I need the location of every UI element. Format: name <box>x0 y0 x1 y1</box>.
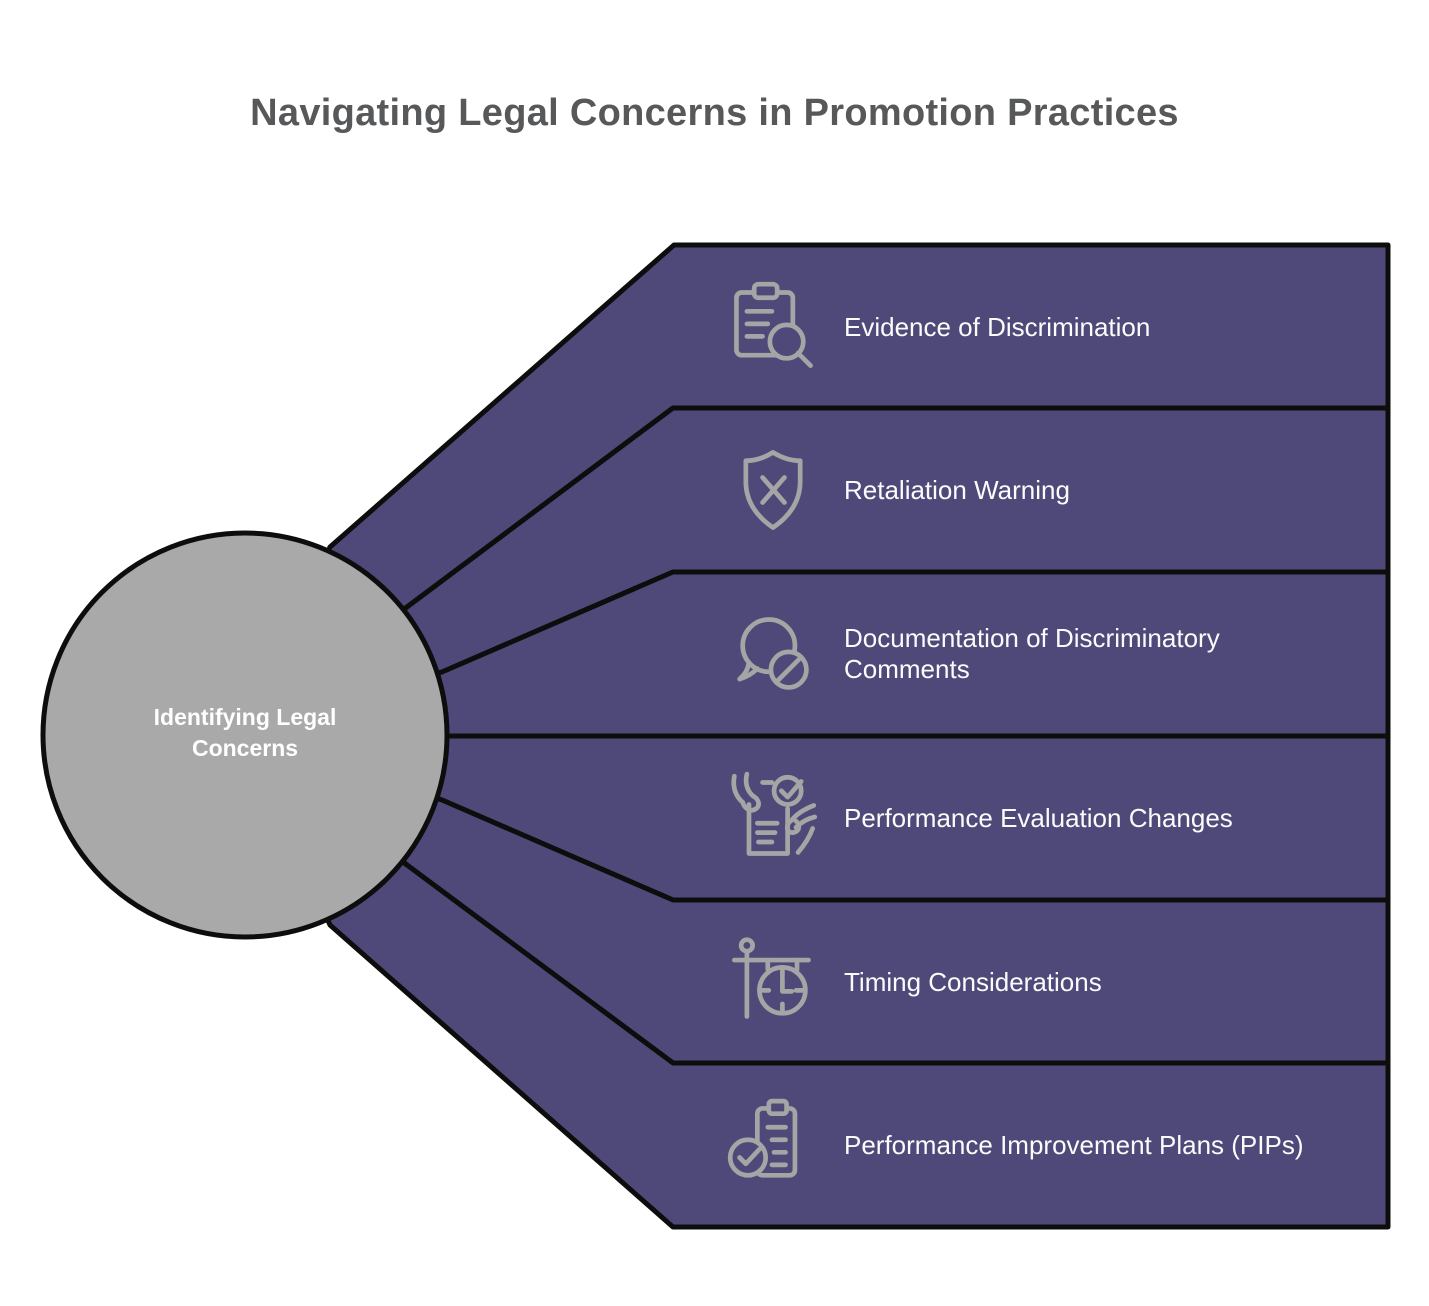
center-circle-label: Identifying Legal Concerns <box>153 704 337 761</box>
list-item-pips: Performance Improvement Plans (PIPs) <box>726 1098 1304 1192</box>
center-circle <box>40 530 450 940</box>
evaluation-hands-icon <box>731 771 818 856</box>
row-label: Retaliation Warning <box>844 474 1070 505</box>
shield-x-icon <box>743 450 803 530</box>
list-item-timing: Timing Considerations <box>726 935 1102 1029</box>
list-item-retaliation: Retaliation Warning <box>726 443 1070 537</box>
row-label: Performance Improvement Plans (PIPs) <box>844 1129 1304 1160</box>
row-label: Performance Evaluation Changes <box>844 802 1233 833</box>
row-label: Documentation of Discriminatory Comments <box>844 623 1220 684</box>
row-label: Evidence of Discrimination <box>844 311 1151 342</box>
hanging-clock-icon <box>732 937 811 1019</box>
row-label: Timing Considerations <box>844 966 1102 997</box>
clipboard-check-icon <box>727 1098 798 1178</box>
clipboard-search-icon <box>734 281 813 368</box>
list-item-documentation: Documentation of Discriminatory Comments <box>726 607 1294 701</box>
list-item-evidence: Evidence of Discrimination <box>726 280 1150 374</box>
page-title: Navigating Legal Concerns in Promotion P… <box>250 92 1179 134</box>
list-item-evaluation: Performance Evaluation Changes <box>726 771 1233 865</box>
banner-shape-6 <box>242 732 1391 1230</box>
comment-prohibition-icon <box>737 617 809 690</box>
